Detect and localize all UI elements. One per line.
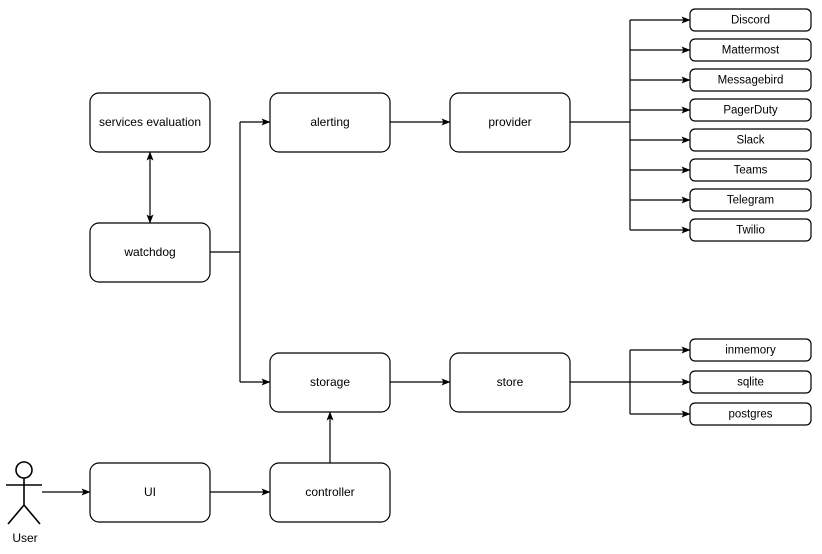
node-box[interactable] [269,92,391,153]
node-box[interactable] [449,352,571,413]
node-box[interactable] [689,128,812,152]
user-right-leg-icon [23,504,41,525]
node-box[interactable] [689,8,812,32]
node-box[interactable] [689,402,812,426]
node-box[interactable] [449,92,571,153]
node-mattermost[interactable]: Mattermost [689,38,812,62]
node-label: store [497,375,524,389]
node-box[interactable] [689,370,812,394]
node-label: Discord [731,15,770,27]
node-box[interactable] [689,98,812,122]
node-box[interactable] [689,218,812,242]
edge-layer [42,16,691,496]
node-label: controller [305,485,354,499]
node-box[interactable] [269,462,391,523]
node-services-evaluation[interactable]: services evaluation [89,92,211,153]
node-label: inmemory [725,345,776,357]
actor-user[interactable]: User [6,461,42,545]
node-label: Telegram [727,195,774,207]
node-label: Messagebird [718,75,784,87]
node-box[interactable] [689,338,812,362]
node-label: sqlite [737,377,764,389]
node-label: PagerDuty [723,105,778,117]
node-label: services evaluation [99,115,201,129]
node-sqlite[interactable]: sqlite [689,370,812,394]
node-postgres[interactable]: postgres [689,402,812,426]
node-messagebird[interactable]: Messagebird [689,68,812,92]
node-provider[interactable]: provider [449,92,571,153]
node-box[interactable] [89,462,211,523]
actor-label: User [12,531,37,545]
node-box[interactable] [689,38,812,62]
node-alerting[interactable]: alerting [269,92,391,153]
user-left-leg-icon [7,504,25,525]
node-label: Slack [736,135,764,147]
node-pagerduty[interactable]: PagerDuty [689,98,812,122]
provider-backend-list: Discord Mattermost Messagebird PagerDuty… [689,8,812,242]
node-storage[interactable]: storage [269,352,391,413]
node-box[interactable] [269,352,391,413]
node-inmemory[interactable]: inmemory [689,338,812,362]
node-label: UI [144,485,156,499]
node-box[interactable] [689,68,812,92]
node-box[interactable] [89,222,211,283]
node-box[interactable] [689,188,812,212]
node-controller[interactable]: controller [269,462,391,523]
node-box[interactable] [689,158,812,182]
node-label: watchdog [123,245,175,259]
node-watchdog[interactable]: watchdog [89,222,211,283]
node-discord[interactable]: Discord [689,8,812,32]
node-label: Mattermost [722,45,780,57]
node-slack[interactable]: Slack [689,128,812,152]
node-label: Teams [734,165,768,177]
user-head-icon [15,461,33,479]
node-label: postgres [728,409,772,421]
node-label: provider [488,115,531,129]
node-label: storage [310,375,350,389]
node-label: alerting [310,115,349,129]
node-telegram[interactable]: Telegram [689,188,812,212]
store-backend-list: inmemory sqlite postgres [689,338,812,426]
node-store[interactable]: store [449,352,571,413]
node-teams[interactable]: Teams [689,158,812,182]
node-twilio[interactable]: Twilio [689,218,812,242]
node-label: Twilio [736,225,765,237]
node-box[interactable] [89,92,211,153]
node-ui[interactable]: UI [89,462,211,523]
